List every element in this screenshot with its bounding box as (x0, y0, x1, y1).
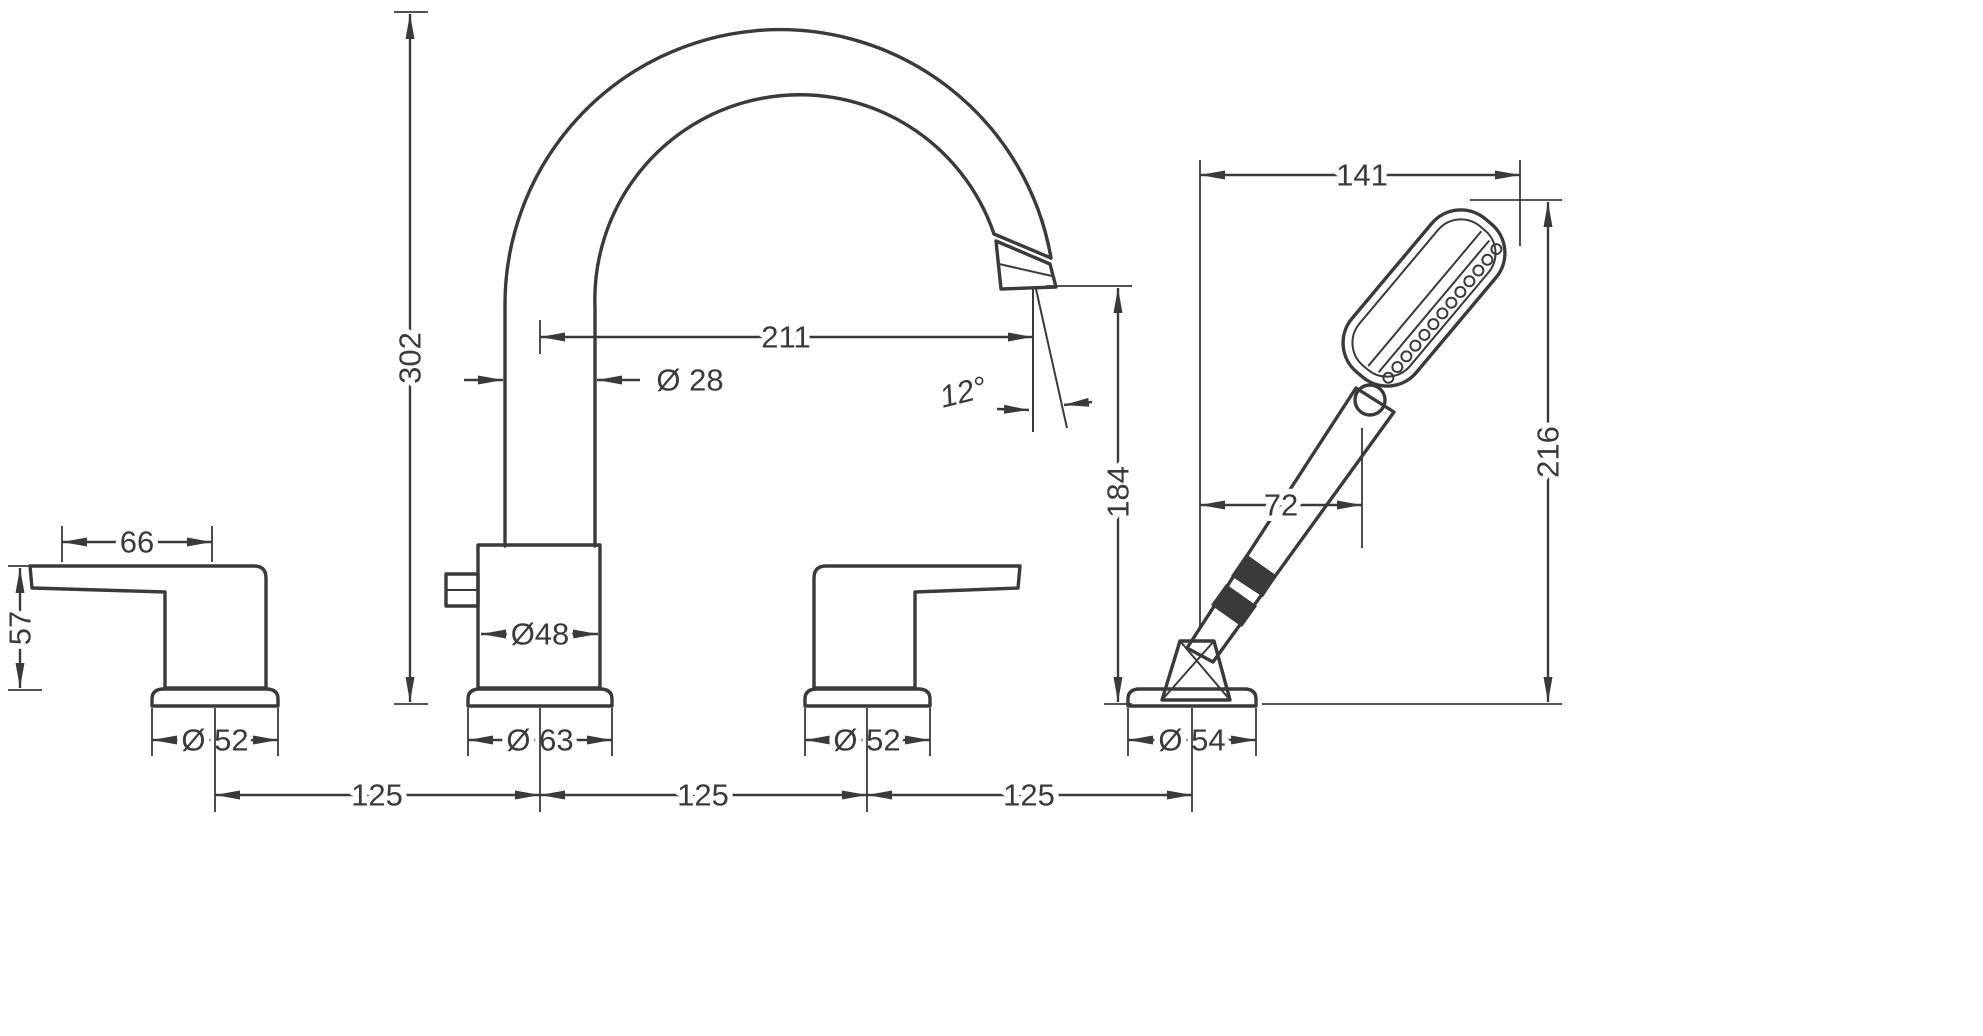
dim-handle-length-label: 66 (120, 525, 154, 560)
handshower (1126, 208, 1507, 708)
dim-spacing-3-label: 125 (1003, 778, 1055, 813)
head-pivot (1353, 383, 1387, 417)
dim-shower-reach-label: 141 (1336, 158, 1388, 193)
fixtures (28, 27, 1507, 708)
left-handle (28, 564, 280, 708)
dim-spout-height-label: 302 (393, 332, 428, 384)
dim-spray-angle-label: 12° (936, 369, 990, 414)
dim-shower-offset-label: 72 (1264, 488, 1298, 523)
dim-handle-height-label: 57 (3, 611, 38, 645)
handle-grip-band (1231, 554, 1277, 597)
dim-spacing-1-label: 125 (351, 778, 403, 813)
dim-outlet-clearance-label: 184 (1101, 466, 1136, 518)
spout (444, 27, 1058, 708)
dimensions: 302 66 57 Ø 52 Ø 63 Ø 52 Ø 54 125 125 12… (0, 11, 1571, 818)
dim-body-diameter-label: Ø48 (511, 617, 570, 652)
shower-head (1341, 208, 1507, 388)
dim-shower-height-label: 216 (1531, 426, 1566, 478)
right-handle (803, 564, 1022, 708)
dim-spout-reach-label: 211 (761, 320, 810, 355)
dim-spacing-2-label: 125 (677, 778, 729, 813)
spray-nozzles (1382, 243, 1503, 384)
handle-grip-band (1211, 584, 1257, 627)
dim-spout-diameter-label: Ø 28 (656, 363, 723, 398)
